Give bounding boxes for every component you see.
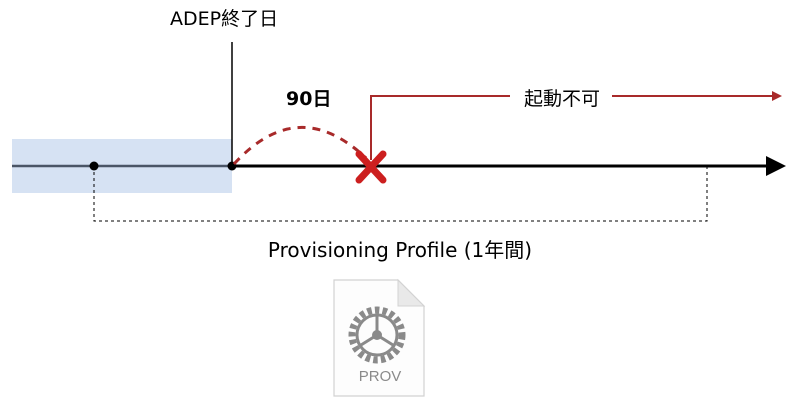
- file-extension-label: PROV: [358, 368, 402, 385]
- cannot-launch-label: 起動不可: [518, 84, 607, 111]
- expiry-cross-icon: [355, 150, 387, 184]
- ninety-days-label: 90日: [286, 88, 332, 110]
- provisioning-profile-label: Provisioning Profile (1年間): [267, 238, 533, 262]
- cannot-launch-line: [370, 95, 510, 160]
- ninety-day-arc: [232, 126, 368, 166]
- gear-icon: [348, 306, 406, 364]
- timeline-arrowhead: [766, 156, 786, 176]
- provisioning-span-bracket: [93, 166, 708, 222]
- adep-end-label: ADEP終了日: [170, 8, 279, 30]
- prov-file-icon: [333, 278, 426, 397]
